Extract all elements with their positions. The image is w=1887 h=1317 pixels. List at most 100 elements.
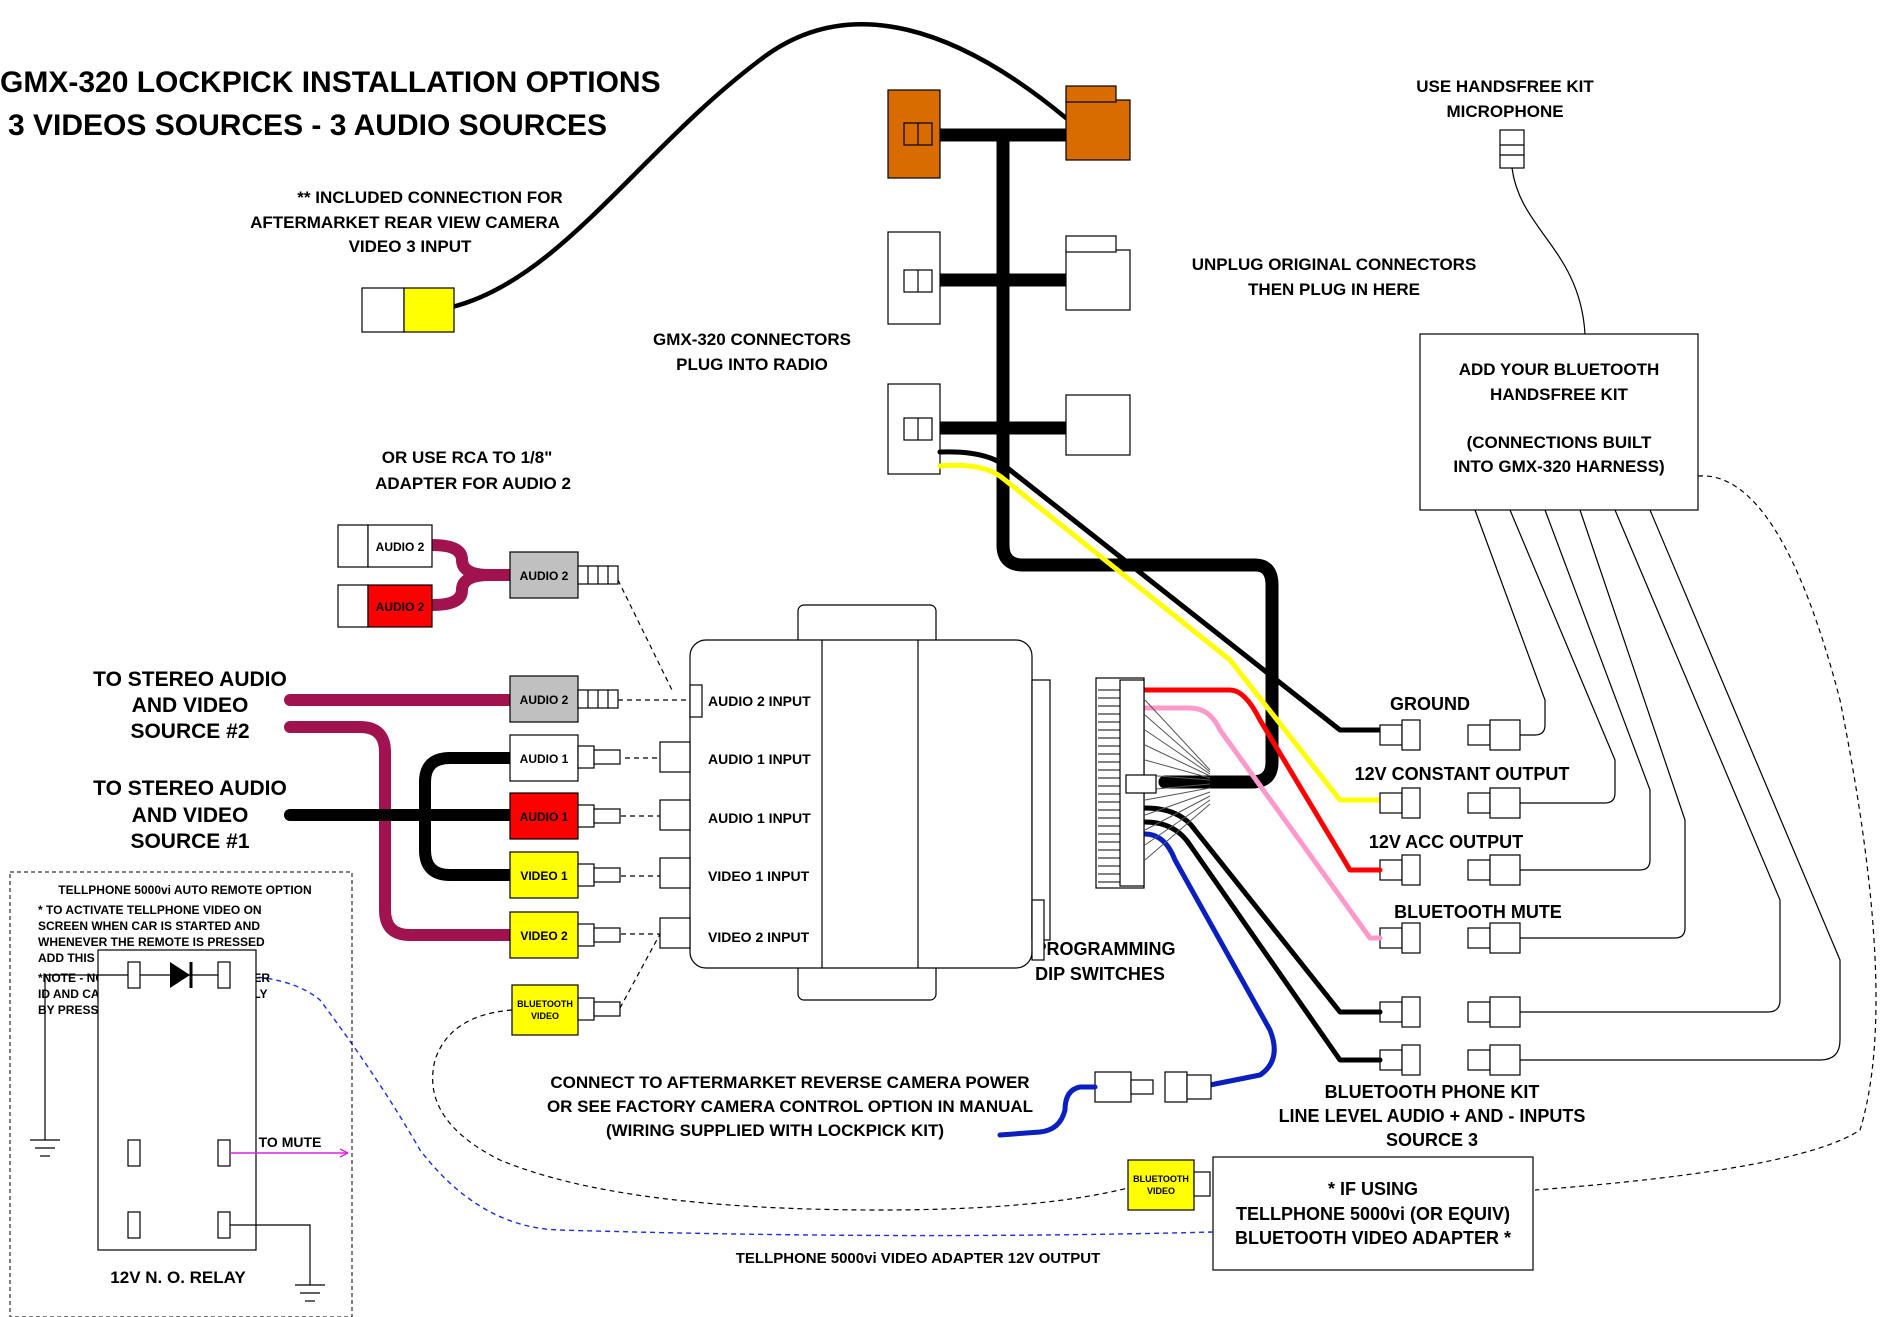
dip-switch-knob <box>1125 774 1157 794</box>
output-connector <box>1467 927 1491 949</box>
title-line-1: GMX-320 LOCKPICK INSTALLATION OPTIONS <box>0 66 661 99</box>
unplug-note-line-2: THEN PLUG IN HERE <box>1248 280 1420 299</box>
phone-kit-line-3: SOURCE 3 <box>1386 1130 1478 1150</box>
mute-label: BLUETOOTH MUTE <box>1394 902 1562 922</box>
to-mute-label: TO MUTE <box>259 1134 322 1150</box>
source1-line-1: TO STEREO AUDIO <box>93 777 287 800</box>
acc-output-label: 12V ACC OUTPUT <box>1369 832 1523 852</box>
bt-kit-wire-6 <box>1520 509 1841 1061</box>
svg-text:BLUETOOTH: BLUETOOTH <box>517 999 573 1009</box>
output-connector-row <box>1379 719 1521 1076</box>
dip-label-line-1: PROGRAMMING <box>1035 939 1176 959</box>
mini-jack-adapter-audio2 <box>509 551 579 599</box>
source2-line-2: AND VIDEO <box>132 694 249 717</box>
source1-line-3: SOURCE #1 <box>130 830 249 853</box>
source1-split-cable <box>419 752 516 881</box>
rca-note-line-2: ADAPTER FOR AUDIO 2 <box>375 474 571 493</box>
phone-kit-line-2: LINE LEVEL AUDIO + AND - INPUTS <box>1279 1106 1586 1126</box>
acc-12v-wire <box>1142 687 1383 873</box>
ground-wire <box>937 449 1383 733</box>
output-connector <box>1489 1044 1521 1076</box>
reverse-plug-left <box>1094 1071 1132 1103</box>
output-connector <box>1401 1044 1421 1076</box>
lockpick-module <box>689 639 1033 969</box>
input-label-video2: VIDEO 2 INPUT <box>708 929 810 945</box>
bt-kit-wire-3 <box>1520 509 1651 871</box>
output-connector <box>1467 1001 1491 1023</box>
input-label-audio2: AUDIO 2 INPUT <box>708 693 811 709</box>
audio2-y-split-cable <box>426 539 516 611</box>
svg-text:AUDIO 2: AUDIO 2 <box>520 693 569 707</box>
svg-text:AUDIO 2: AUDIO 2 <box>520 569 569 583</box>
source2-line-3: SOURCE #2 <box>130 720 249 743</box>
rca-bluetooth-video <box>511 984 579 1036</box>
output-connector <box>1379 724 1403 746</box>
output-connector <box>1467 859 1491 881</box>
svg-text:VIDEO 2: VIDEO 2 <box>520 929 568 943</box>
rca-audio1-red <box>509 792 579 840</box>
svg-text:AUDIO 1: AUDIO 1 <box>520 810 569 824</box>
gmx-connectors-line-1: GMX-320 CONNECTORS <box>653 330 851 349</box>
rca-audio2-white <box>367 524 433 568</box>
output-connector <box>1379 1001 1403 1023</box>
rca-video1-yellow <box>509 851 579 899</box>
output-connector <box>1379 927 1403 949</box>
rca-video2-yellow <box>509 911 579 959</box>
mic-note-line-1: USE HANDSFREE KIT <box>1416 77 1594 96</box>
svg-text:* IF USING: * IF USING <box>1328 1179 1418 1199</box>
remote-option-panel <box>9 871 353 1317</box>
output-connector <box>1401 787 1421 819</box>
output-connector <box>1401 719 1421 751</box>
gmx-connectors-line-2: PLUG INTO RADIO <box>676 355 828 374</box>
camera-note-line-3: VIDEO 3 INPUT <box>349 237 472 256</box>
bt-kit-wire-1 <box>1474 509 1546 736</box>
output-connector <box>1489 787 1521 819</box>
bt-kit-wire-4 <box>1520 509 1686 939</box>
tellphone-bluetooth-video-plug <box>1127 1159 1195 1211</box>
relay-body <box>97 949 257 1251</box>
svg-text:VIDEO: VIDEO <box>531 1011 559 1021</box>
reverse-note-line-1: CONNECT TO AFTERMARKET REVERSE CAMERA PO… <box>550 1073 1029 1092</box>
mic-note-line-2: MICROPHONE <box>1446 102 1563 121</box>
relay-diode <box>170 962 190 988</box>
dip-label-line-2: DIP SWITCHES <box>1035 964 1165 984</box>
bluetooth-mute-wire <box>1142 705 1383 941</box>
source1-line-2: AND VIDEO <box>132 804 249 827</box>
svg-text:TELLPHONE 5000vi AUTO REMOTE O: TELLPHONE 5000vi AUTO REMOTE OPTION <box>58 883 311 897</box>
bt-kit-wire-2 <box>1509 509 1616 804</box>
svg-text:VIDEO: VIDEO <box>1147 1186 1175 1196</box>
input-label-video1: VIDEO 1 INPUT <box>708 868 810 884</box>
output-connector <box>1489 996 1521 1028</box>
output-connector <box>1467 1049 1491 1071</box>
svg-text:HANDSFREE KIT: HANDSFREE KIT <box>1490 385 1629 404</box>
output-connector <box>1379 859 1403 881</box>
white-connector-right-2 <box>1065 249 1131 311</box>
title-line-2: 3 VIDEOS SOURCES - 3 AUDIO SOURCES <box>8 109 607 142</box>
svg-text:AUDIO 2: AUDIO 2 <box>376 540 425 554</box>
reverse-plug-right <box>1164 1071 1188 1103</box>
output-connector <box>1467 724 1491 746</box>
module-top-tab <box>797 604 937 646</box>
svg-text:(CONNECTIONS BUILT: (CONNECTIONS BUILT <box>1467 433 1652 452</box>
phone-kit-wire-plus <box>1142 805 1383 1015</box>
reverse-note-line-2: OR SEE FACTORY CAMERA CONTROL OPTION IN … <box>547 1097 1033 1116</box>
main-harness-trunk <box>996 128 1279 789</box>
camera-plug-yellow <box>403 287 455 333</box>
reverse-camera-lead <box>997 1084 1098 1138</box>
bluetooth-video-dashed <box>432 1009 1129 1211</box>
tellphone-12v-dashed <box>227 975 1214 1237</box>
bt-kit-wire-5 <box>1520 509 1781 1013</box>
output-connector <box>1489 922 1521 954</box>
camera-note-line-2: AFTERMARKET REAR VIEW CAMERA <box>250 213 560 232</box>
svg-text:* TO ACTIVATE TELLPHONE VIDEO: * TO ACTIVATE TELLPHONE VIDEO ON <box>38 903 262 917</box>
constant-12v-wire <box>937 462 1383 803</box>
output-connector <box>1401 996 1421 1028</box>
camera-plug-body <box>361 287 405 333</box>
reverse-note-line-3: (WIRING SUPPLIED WITH LOCKPICK KIT) <box>606 1121 944 1140</box>
ground-symbol-1 <box>30 1139 60 1157</box>
rca-audio1-white <box>509 734 579 782</box>
ground-label: GROUND <box>1390 694 1470 714</box>
phone-kit-wire-minus <box>1142 819 1383 1063</box>
svg-text:VIDEO 1: VIDEO 1 <box>520 869 568 883</box>
